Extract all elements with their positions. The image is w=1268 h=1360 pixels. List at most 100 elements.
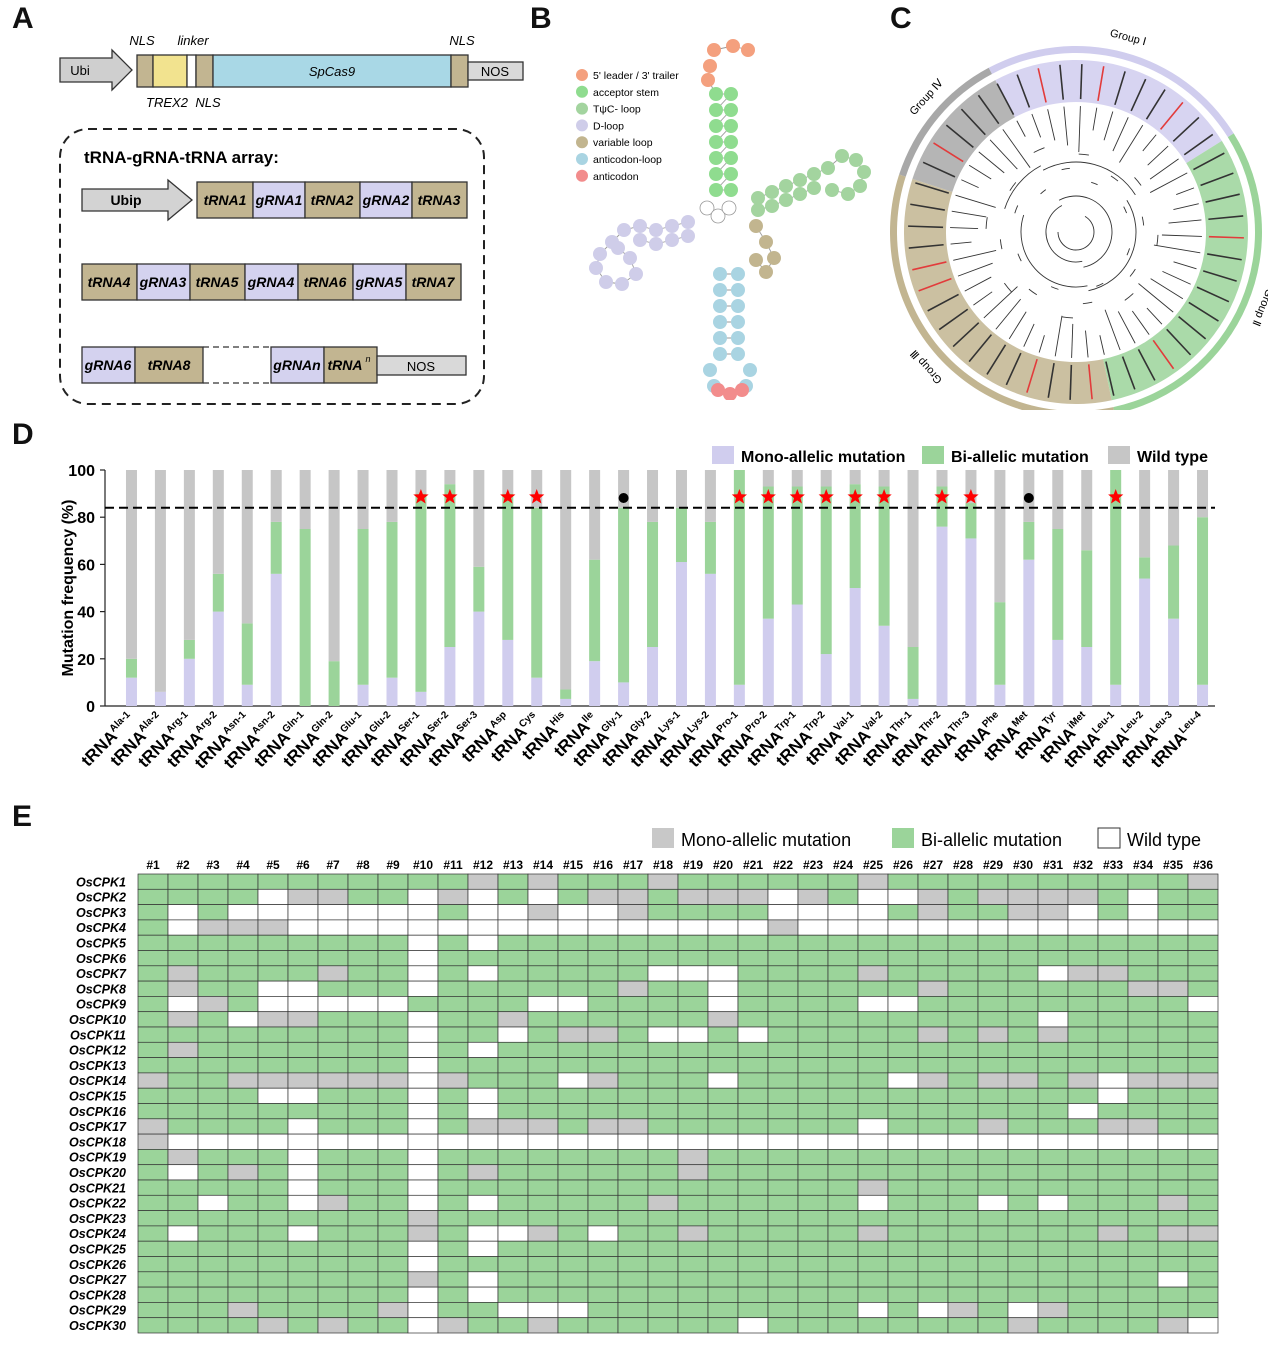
heatmap-cell <box>977 1118 1009 1135</box>
heatmap-cell <box>587 996 619 1013</box>
heatmap-cell <box>947 1072 979 1089</box>
heatmap-cell <box>1097 950 1129 967</box>
nucleotide-node <box>703 363 717 377</box>
heatmap-cell <box>257 1286 289 1303</box>
heatmap-cell <box>797 1149 829 1166</box>
heatmap-cell <box>407 1087 439 1104</box>
heatmap-cell <box>977 996 1009 1013</box>
heatmap-cell <box>137 1118 169 1135</box>
heatmap-cell <box>527 1210 559 1227</box>
bar-segment <box>647 647 659 706</box>
heatmap-cell <box>1007 1302 1039 1319</box>
heatmap-cell <box>797 1225 829 1242</box>
legend-label: anticodon <box>593 171 639 183</box>
nucleotide-node <box>726 39 740 53</box>
heatmap-cell <box>1037 1026 1069 1043</box>
leaf-label-mark <box>968 334 993 363</box>
heatmap-cell <box>557 1103 589 1120</box>
heatmap-cell <box>527 934 559 951</box>
nucleotide-node <box>731 299 745 313</box>
heatmap-cell <box>1037 1256 1069 1273</box>
heatmap-cell <box>587 1164 619 1181</box>
heatmap-cell <box>947 1256 979 1273</box>
heatmap-cell <box>557 1149 589 1166</box>
heatmap-cell <box>287 1133 319 1150</box>
heatmap-cell <box>467 1286 499 1303</box>
heatmap-cell <box>617 1302 649 1319</box>
heatmap-cell <box>347 996 379 1013</box>
heatmap-cell <box>197 1302 229 1319</box>
leaf-label-mark <box>933 142 964 163</box>
nucleotide-node <box>707 43 721 57</box>
heatmap-cell <box>947 1133 979 1150</box>
heatmap-cell <box>527 888 559 905</box>
heatmap-cell <box>917 1240 949 1257</box>
heatmap-cell <box>347 1011 379 1028</box>
leaf-label-mark <box>1202 270 1237 282</box>
heatmap-cell <box>977 950 1009 967</box>
bar-segment <box>675 470 687 508</box>
heatmap-cell <box>827 996 859 1013</box>
array-box <box>59 128 485 405</box>
heatmap-cell <box>737 1194 769 1211</box>
heatmap-cell <box>977 1194 1009 1211</box>
heatmap-cell <box>707 1057 739 1074</box>
heatmap-cell <box>647 1302 679 1319</box>
heatmap-cell <box>977 1210 1009 1227</box>
heatmap-cell <box>737 1286 769 1303</box>
heatmap-cell <box>407 1286 439 1303</box>
heatmap-cell <box>1097 1041 1129 1058</box>
heatmap-cell <box>257 904 289 921</box>
heatmap-cell <box>287 1057 319 1074</box>
heatmap-cell <box>1037 1072 1069 1089</box>
part-trna8: tRNA8 <box>148 357 191 373</box>
heatmap-cell <box>977 888 1009 905</box>
heatmap-cell <box>1157 1286 1189 1303</box>
significance-star <box>500 489 516 504</box>
heatmap-cell <box>677 1041 709 1058</box>
heatmap-cell <box>647 1286 679 1303</box>
heatmap-cell <box>467 919 499 936</box>
heatmap-cell <box>527 1225 559 1242</box>
heatmap-cell <box>1157 1041 1189 1058</box>
bar-segment <box>936 470 948 487</box>
heatmap-cell <box>317 1225 349 1242</box>
heatmap-cell <box>707 1087 739 1104</box>
heatmap-cell <box>377 1057 409 1074</box>
heatmap-cell <box>497 1194 529 1211</box>
heatmap-cell <box>167 1011 199 1028</box>
heatmap-cell <box>887 1179 919 1196</box>
heatmap-cell <box>797 1194 829 1211</box>
heatmap-cell <box>737 1026 769 1043</box>
heatmap-cell <box>587 1026 619 1043</box>
heatmap-cell <box>737 1072 769 1089</box>
heatmap-cell <box>1187 1149 1219 1166</box>
significance-star <box>789 489 805 504</box>
heatmap-cell <box>707 980 739 997</box>
heatmap-cell <box>917 980 949 997</box>
heatmap-cell <box>677 1057 709 1074</box>
bar-segment <box>1052 639 1064 706</box>
heatmap-cell <box>1007 1041 1039 1058</box>
heatmap-cell <box>857 873 889 890</box>
significance-star <box>1108 489 1124 504</box>
heatmap-cell <box>317 1302 349 1319</box>
heatmap-cell <box>1097 1317 1129 1334</box>
heatmap-cell <box>737 1210 769 1227</box>
heatmap-cell <box>887 873 919 890</box>
nucleotide-node <box>629 267 643 281</box>
bar-segment <box>386 470 398 522</box>
heatmap-cell <box>287 1072 319 1089</box>
heatmap-cell <box>617 1072 649 1089</box>
heatmap-cell <box>707 965 739 982</box>
heatmap-cell <box>797 934 829 951</box>
nucleotide-node <box>709 103 723 117</box>
heatmap-cell <box>137 1317 169 1334</box>
heatmap-cell <box>1067 1286 1099 1303</box>
leaf-label-mark <box>1159 101 1184 130</box>
legend-swatch <box>576 153 588 165</box>
nucleotide-node <box>749 219 763 233</box>
heatmap-cell <box>767 965 799 982</box>
heatmap-cell <box>377 1118 409 1135</box>
heatmap-cell <box>257 965 289 982</box>
